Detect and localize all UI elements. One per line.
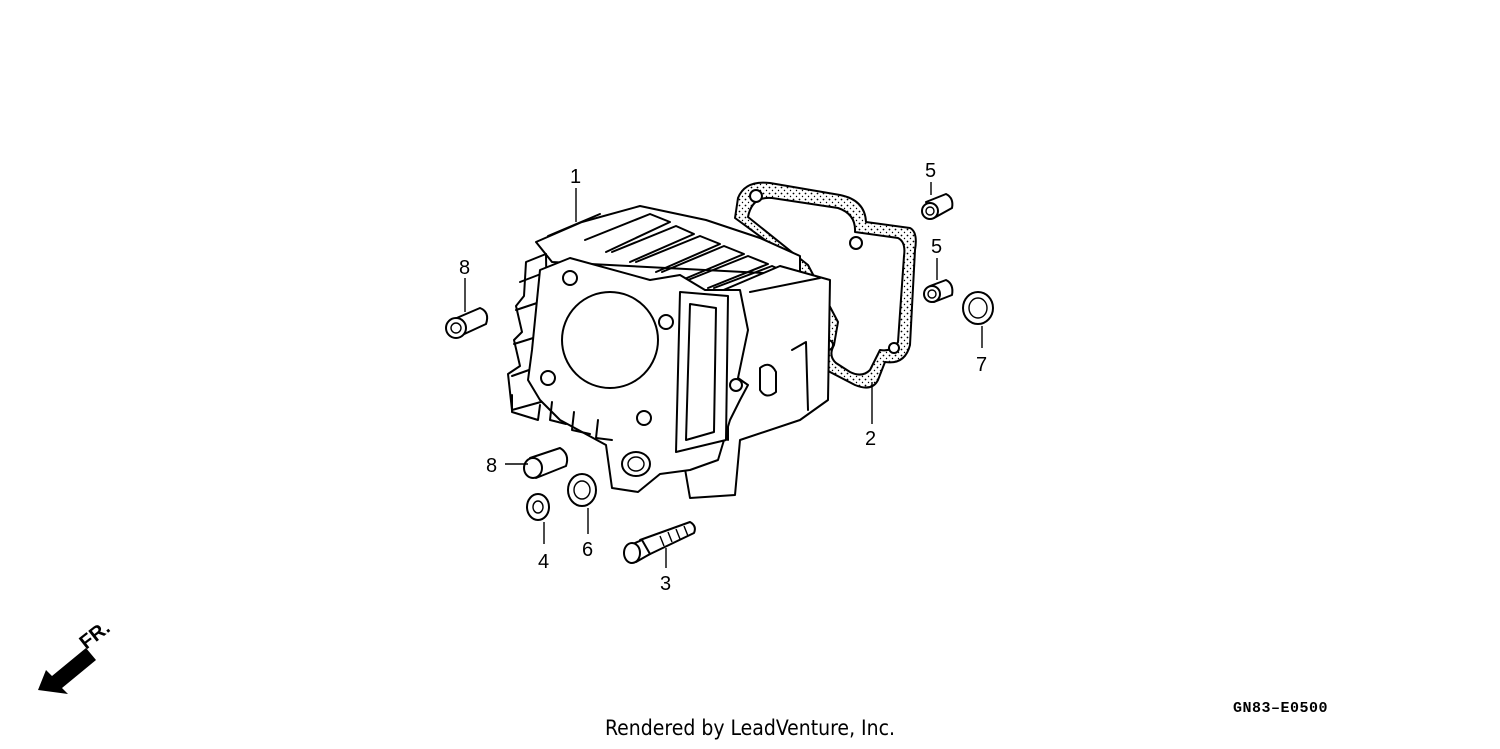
washer-4[interactable] [526, 493, 550, 521]
callout-3: 3 [660, 573, 671, 595]
callout-7: 7 [976, 354, 987, 376]
callout-4: 4 [538, 551, 549, 573]
reference-code: GN83–E0500 [1232, 700, 1328, 717]
o-ring-6[interactable] [567, 473, 597, 507]
dowel-pin-8-lower[interactable] [523, 447, 569, 479]
callout-1: 1 [570, 166, 581, 188]
cylinder[interactable] [507, 205, 831, 499]
callout-6: 6 [582, 539, 593, 561]
dowel-pin-lower[interactable] [923, 279, 954, 303]
callout-5-upper: 5 [925, 160, 936, 182]
o-ring-7[interactable] [962, 291, 994, 325]
leader-lines [464, 182, 983, 568]
callout-2: 2 [865, 428, 876, 450]
callout-8-lower: 8 [486, 455, 497, 477]
callout-5-lower: 5 [931, 236, 942, 258]
credit-text: Rendered by LeadVenture, Inc. [605, 716, 895, 740]
callout-8-upper: 8 [459, 257, 470, 279]
dowel-pin-upper[interactable] [921, 193, 954, 220]
dowel-pin-8-upper[interactable] [445, 307, 489, 339]
direction-label: FR. [76, 617, 115, 654]
callout-labels: 1 2 3 4 5 5 6 7 8 8 [459, 160, 987, 595]
bolt-3[interactable] [623, 521, 696, 564]
arrow-icon [38, 648, 96, 694]
front-direction-arrow: FR. [38, 617, 114, 694]
